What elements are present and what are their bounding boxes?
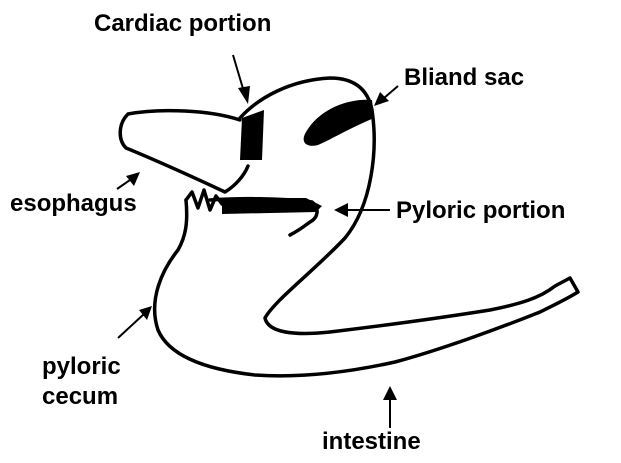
- pyloric-portion-arrow-head: [334, 203, 348, 217]
- pyloric-cecum-arrow-line: [118, 314, 144, 338]
- intestine-label: intestine: [322, 430, 421, 454]
- esophagus-arrow-head: [126, 172, 140, 186]
- esophagus-outline: [120, 111, 248, 192]
- pyloric-cecum-label: pyloric cecum: [42, 352, 121, 412]
- cardiac-arrow-head: [238, 86, 250, 104]
- cardiac-arrow-line: [233, 55, 244, 92]
- esophagus-arrow-line: [117, 180, 130, 189]
- bliand-sac-label: Bliand sac: [404, 66, 524, 90]
- cardiac-portion-label: Cardiac portion: [94, 12, 271, 36]
- stomach-outline: [155, 78, 578, 376]
- pyloric-band: [222, 198, 322, 214]
- bliand-sac-arrow-line: [384, 86, 398, 98]
- bliand-sac-arrow-head: [374, 92, 389, 106]
- cardiac-band: [240, 110, 264, 160]
- blind-sac-band: [304, 100, 374, 146]
- pyloric-portion-label: Pyloric portion: [396, 199, 565, 223]
- pyloric-cecum-label-line2: cecum: [42, 382, 121, 412]
- esophagus-label: esophagus: [10, 192, 137, 216]
- intestine-arrow-head: [383, 386, 397, 400]
- pyloric-cecum-label-line1: pyloric: [42, 352, 121, 382]
